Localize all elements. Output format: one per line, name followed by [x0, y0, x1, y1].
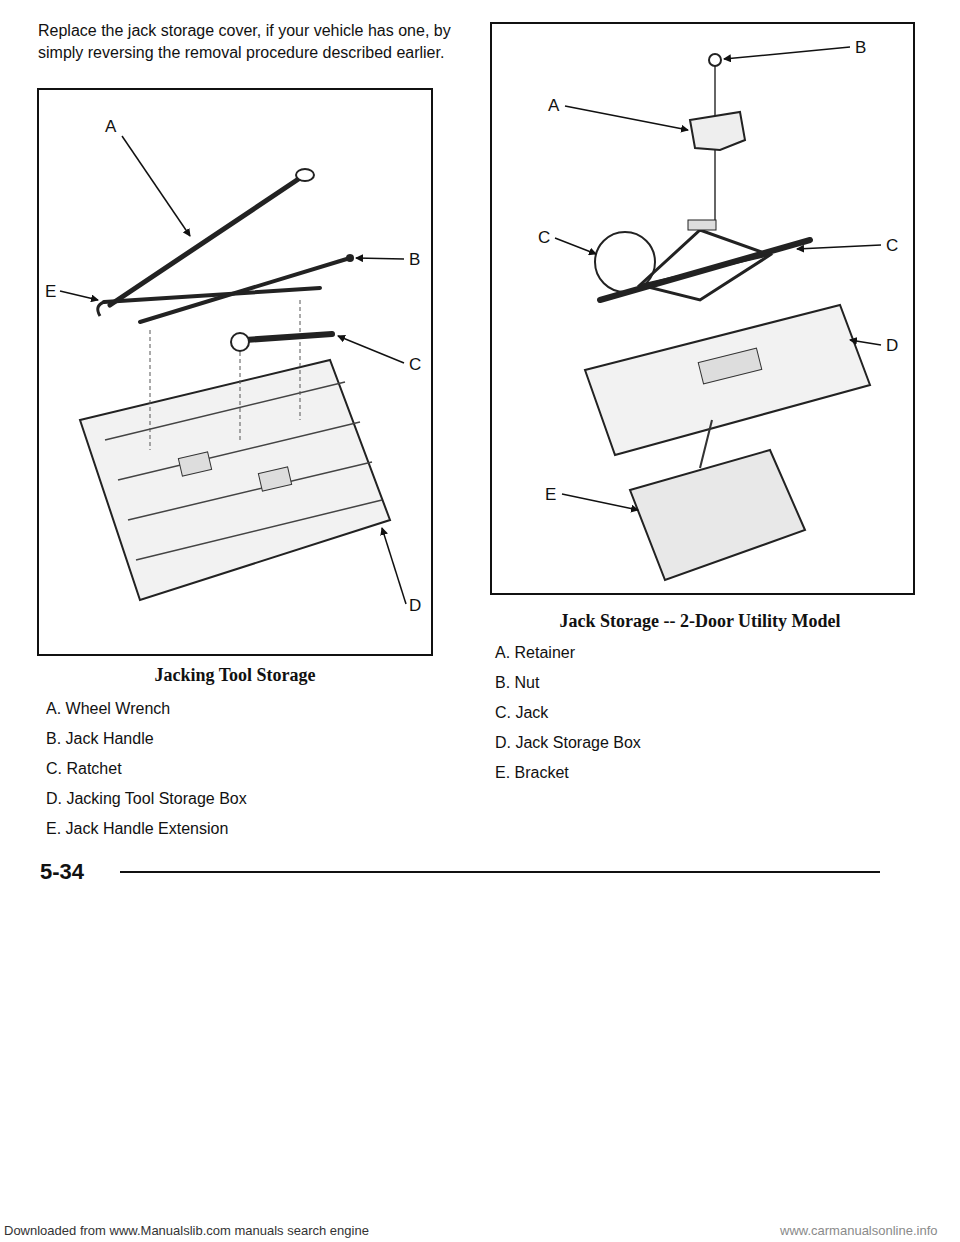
guide-line: [240, 345, 241, 440]
wheel-wrench: [110, 178, 300, 305]
callout-letter: A: [548, 96, 559, 116]
callout-letter: C: [886, 236, 898, 256]
callout-letter: B: [855, 38, 866, 58]
detail-circle: [595, 232, 655, 292]
nut: [709, 54, 721, 66]
part-list-item: A. Retainer: [495, 642, 575, 663]
handle-extension: [104, 288, 320, 302]
tray-slot: [258, 467, 291, 491]
part-list-item: B. Nut: [495, 672, 539, 693]
handle-end: [346, 254, 354, 262]
leader-arrow: [338, 336, 404, 363]
ratchet-handle: [245, 334, 332, 340]
leader-arrow: [797, 245, 881, 249]
part-list-item: A. Wheel Wrench: [46, 698, 170, 719]
leader-arrow: [724, 47, 850, 59]
jack-assembly: [585, 54, 870, 580]
callout-letter: D: [886, 336, 898, 356]
download-note: Downloaded from www.Manualslib.com manua…: [4, 1222, 369, 1239]
jack-storage-box: [585, 305, 870, 455]
leader-arrow: [356, 258, 404, 259]
callout-letter: C: [409, 355, 421, 375]
figure-caption: Jack Storage -- 2-Door Utility Model: [500, 610, 900, 633]
tray-slot: [178, 452, 211, 476]
callout-letter: B: [409, 250, 420, 270]
page-number: 5-34: [40, 857, 84, 886]
figure-frame: A B C C D E: [490, 22, 915, 595]
guide-line: [300, 300, 301, 420]
storage-box: [80, 360, 390, 600]
leader-arrow: [850, 340, 881, 345]
tray-rib: [105, 382, 345, 440]
leader-arrow: [555, 238, 596, 254]
watermark: www.carmanualsonline.info: [780, 1222, 938, 1239]
extension-hook: [98, 302, 104, 316]
leader-arrow: [562, 494, 638, 510]
box-recess: [698, 348, 762, 384]
part-list-item: B. Jack Handle: [46, 728, 154, 749]
bracket: [630, 450, 805, 580]
callout-letter: E: [45, 282, 56, 302]
leader-lines: [60, 136, 406, 604]
part-list-item: E. Bracket: [495, 762, 569, 783]
callout-letter: D: [409, 596, 421, 616]
body-text: Replace the jack storage cover, if your …: [38, 20, 458, 64]
tools: [98, 169, 354, 450]
leader-arrow: [565, 106, 688, 130]
tool-tray: [80, 360, 390, 600]
jack-scissor: [640, 230, 770, 300]
jack-screw: [640, 255, 770, 285]
ratchet-head: [231, 333, 249, 351]
leader-lines: [555, 47, 881, 510]
leader-arrow: [382, 528, 406, 604]
tray-rib: [118, 422, 360, 480]
jack-saddle: [688, 220, 716, 230]
part-list-item: C. Ratchet: [46, 758, 122, 779]
part-list-item: E. Jack Handle Extension: [46, 818, 228, 839]
retainer: [690, 112, 745, 150]
figure-frame: A B C D E: [37, 88, 433, 656]
tray-rib: [136, 500, 382, 560]
part-list-item: D. Jacking Tool Storage Box: [46, 788, 247, 809]
bracket-stud: [700, 420, 712, 468]
callout-letter: E: [545, 485, 556, 505]
callout-letter: C: [538, 228, 550, 248]
leader-arrow: [60, 291, 98, 300]
part-list-item: D. Jack Storage Box: [495, 732, 641, 753]
callout-letter: A: [105, 117, 116, 137]
guide-line: [150, 330, 151, 450]
page-rule: [120, 871, 880, 873]
part-list-item: C. Jack: [495, 702, 548, 723]
wrench-socket: [296, 169, 314, 181]
figure-caption: Jacking Tool Storage: [55, 664, 415, 687]
leader-arrow: [122, 136, 190, 236]
